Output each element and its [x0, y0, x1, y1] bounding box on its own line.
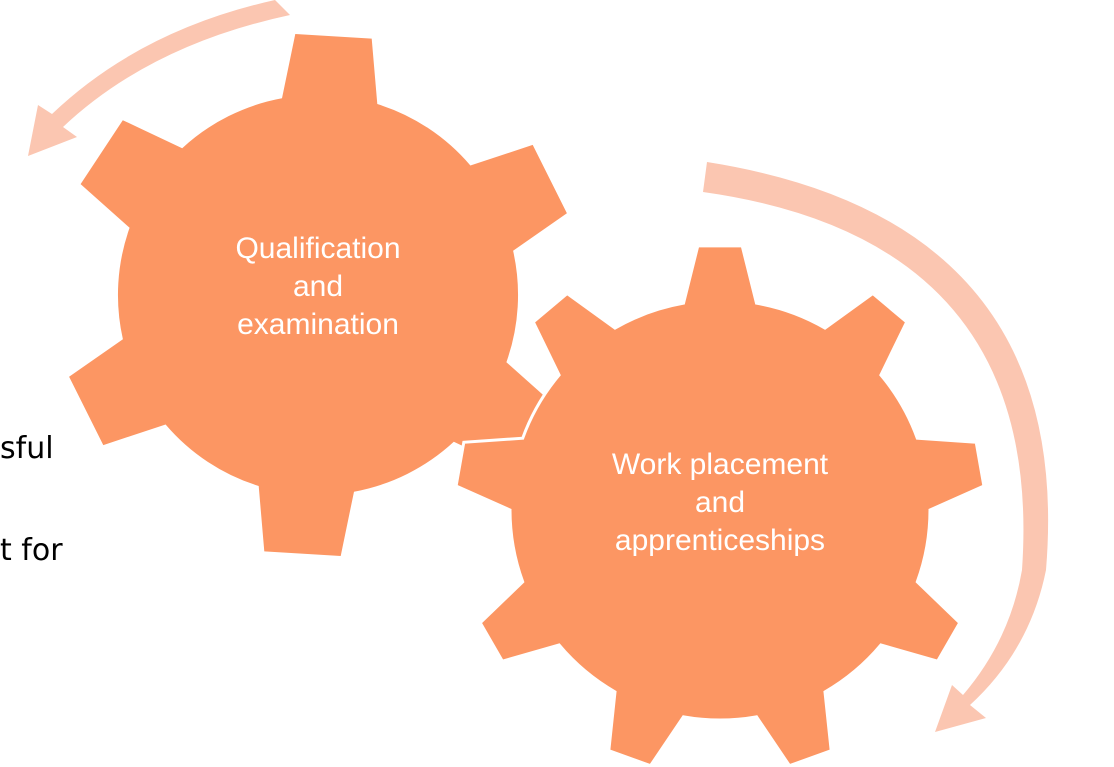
gear-right-shape — [454, 244, 986, 767]
gear-icon: Qualification and examination — [69, 34, 567, 556]
gear-left-label-line-3: examination — [237, 308, 399, 341]
gear-right-label-line-1: Work placement — [612, 448, 829, 481]
partial-body-text-line-2: t for — [0, 533, 63, 568]
gear-left-shape — [69, 34, 567, 556]
curved-arrow-icon — [703, 162, 1049, 732]
gear-icon: Work placement and apprenticeships — [454, 244, 986, 767]
gear-right-label-line-2: and — [695, 486, 745, 519]
gear-left-label-line-1: Qualification — [235, 232, 400, 265]
gear-left-label-line-2: and — [293, 270, 343, 303]
curved-arrow-icon — [28, 0, 290, 156]
partial-body-text-line-1: sful — [0, 431, 54, 466]
gear-right-label-line-3: apprenticeships — [615, 524, 825, 557]
